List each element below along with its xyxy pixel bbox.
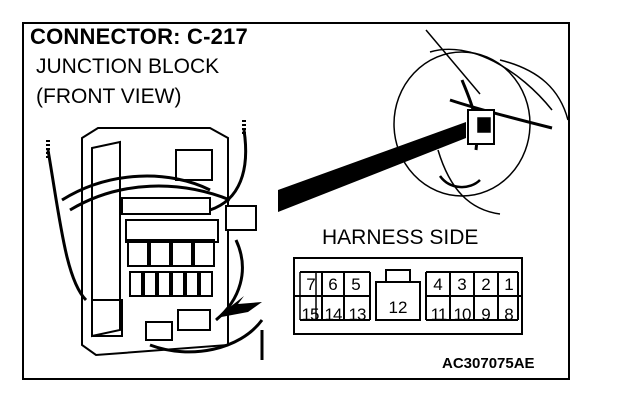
junction-block-illustration	[46, 120, 264, 360]
pin-13: 13	[348, 305, 367, 324]
pin-1: 1	[504, 275, 514, 294]
connector-title: CONNECTOR: C-217	[30, 24, 248, 49]
callout-beam	[278, 122, 466, 212]
component-name: JUNCTION BLOCK	[36, 55, 220, 78]
pin-11: 11	[430, 305, 448, 324]
pin-2: 2	[481, 275, 491, 294]
view-label: (FRONT VIEW)	[36, 85, 182, 108]
pin-10: 10	[453, 305, 472, 324]
pin-6: 6	[328, 275, 338, 294]
pin-3: 3	[457, 275, 467, 294]
pointer-arrow	[216, 296, 262, 318]
pin-9: 9	[481, 305, 491, 324]
pin-12: 12	[388, 298, 408, 317]
pin-5: 5	[351, 275, 361, 294]
pin-15: 15	[301, 305, 320, 324]
harness-side-label: HARNESS SIDE	[322, 226, 479, 249]
connector-outline	[293, 257, 523, 335]
pin-8: 8	[504, 305, 514, 324]
pin-7: 7	[306, 275, 316, 294]
pin-4: 4	[433, 275, 443, 294]
figure-code: AC307075AE	[442, 355, 535, 372]
vehicle-location-illustration	[393, 29, 569, 215]
pin-14: 14	[324, 305, 343, 324]
